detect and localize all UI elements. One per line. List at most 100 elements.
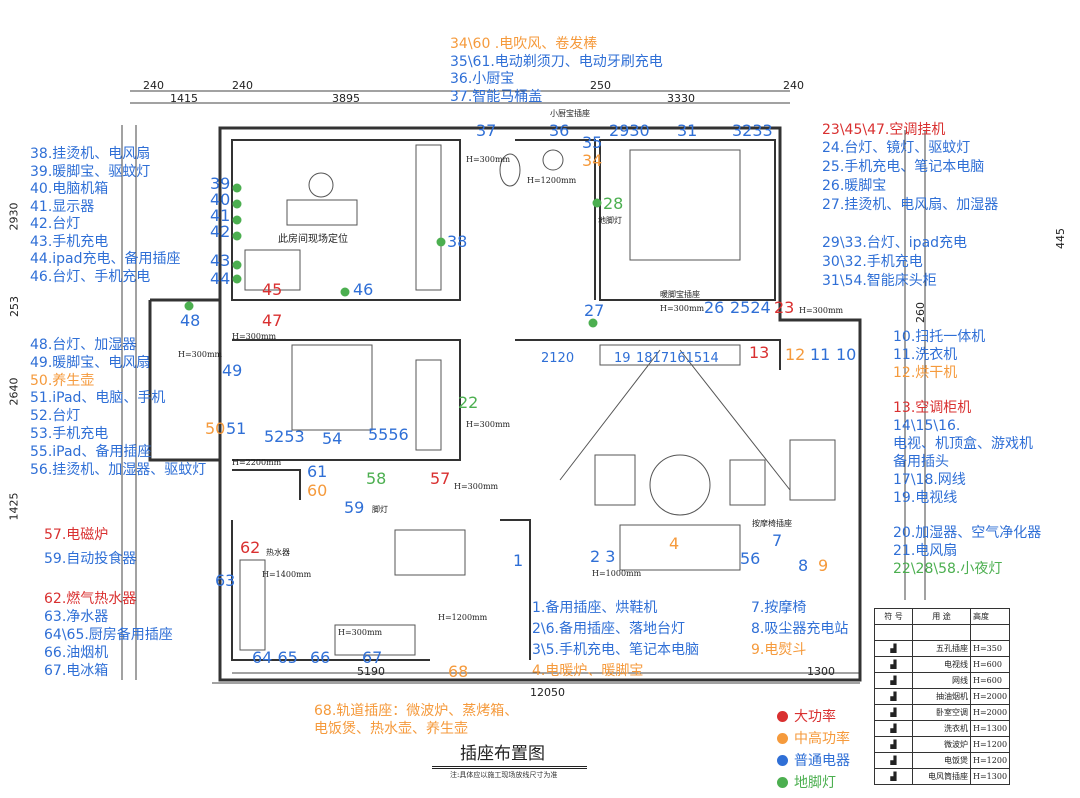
note: 17\18.网线 [893, 472, 966, 488]
note: 41.显示器 [30, 198, 95, 215]
note: 4.电暖炉、暖脚宝 [532, 663, 644, 679]
marker: 43 [210, 251, 231, 270]
marker: 19 [614, 351, 631, 366]
legend-item: 地脚灯 [777, 772, 850, 794]
note: 38.挂烫机、电风扇 [30, 146, 151, 162]
note: 13.空调柜机 [893, 400, 972, 416]
marker: 67 [362, 648, 383, 667]
marker: 62 [240, 538, 261, 557]
note: 67.电冰箱 [44, 663, 109, 679]
note: 42.台灯 [30, 216, 81, 232]
marker: 1 [513, 551, 524, 570]
marker: 22 [458, 393, 479, 412]
green-dot-icon [777, 777, 788, 788]
marker: 57 [430, 469, 451, 488]
dim-right-0: 445 [1054, 228, 1067, 249]
marker: 39 [210, 174, 231, 193]
note: 26.暖脚宝 [822, 178, 887, 194]
microwave-socket-icon: ▟ [874, 736, 913, 753]
ac-socket-icon: ▟ [874, 704, 913, 721]
note: 46.台灯、手机充电 [30, 268, 151, 285]
note: 31\54.智能床头柜 [822, 273, 937, 289]
socket-icon: ▟ [874, 640, 913, 657]
marker: 5556 [368, 425, 409, 444]
dim-top-0: 240 [143, 79, 164, 92]
plan-label: H=1400mm [262, 570, 312, 579]
marker: 27 [584, 301, 605, 320]
plan-label: 热水器 [266, 548, 290, 557]
note: 43.手机充电 [30, 233, 109, 250]
plan-label: H=300mm [454, 482, 499, 491]
hairdryer-socket-icon: ▟ [874, 768, 913, 785]
marker: 38 [447, 232, 468, 251]
note: 8.吸尘器充电站 [751, 621, 849, 637]
marker: 61 [307, 462, 328, 481]
marker: 45 [262, 280, 283, 299]
plan-label: 地脚灯 [598, 216, 622, 225]
note: 7.按摩椅 [751, 600, 807, 616]
marker: 5253 [264, 427, 305, 446]
note: 37.智能马桶盖 [450, 88, 543, 105]
legend: 大功率 中高功率 普通电器 地脚灯 [777, 706, 850, 794]
dim-bottom-1: 1300 [807, 665, 835, 678]
note: 电视、机顶盒、游戏机 [893, 436, 1033, 452]
plan-label: H=300mm [799, 306, 844, 315]
plan-label: H=1200mm [438, 613, 488, 622]
marker: 35 [582, 133, 603, 152]
note: 39.暖脚宝、驱蚊灯 [30, 163, 151, 180]
marker: 46 [353, 280, 374, 299]
marker: 59 [344, 498, 365, 517]
note: 62.燃气热水器 [44, 591, 137, 607]
note: 3\5.手机充电、笔记本电脑 [532, 642, 699, 658]
note: 48.台灯、加湿器 [30, 337, 137, 353]
legend-label: 普通电器 [794, 753, 850, 769]
plan-label: 脚灯 [372, 505, 388, 514]
marker: 2 3 [590, 547, 616, 566]
note: 56.挂烫机、加湿器、驱蚊灯 [30, 461, 207, 478]
marker: 37 [476, 121, 497, 140]
note: 68.轨道插座：微波炉、蒸烤箱、 [314, 703, 519, 719]
note: 21.电风扇 [893, 543, 958, 559]
marker: 41 [210, 206, 231, 225]
plan-label: H=1200mm [527, 176, 577, 185]
marker: 49 [222, 361, 243, 380]
note: 53.手机充电 [30, 425, 109, 442]
table-header: 符 号 [874, 608, 913, 625]
plan-label: 按摩椅插座 [752, 519, 792, 528]
note: 24.台灯、镜灯、驱蚊灯 [822, 140, 971, 156]
marker: 2930 [609, 121, 650, 140]
plan-label: H=300mm [660, 304, 705, 313]
dim-bottom-0: 5190 [357, 665, 385, 678]
note: 10.扫托一体机 [893, 329, 986, 345]
marker: 66 [310, 648, 331, 667]
note: 11.洗衣机 [893, 347, 958, 363]
marker: 60 [307, 481, 328, 500]
plan-label: H=300mm [232, 332, 277, 341]
note: 55.iPad、备用插座 [30, 443, 152, 460]
note: 34\60 .电吹风、卷发棒 [450, 36, 598, 52]
marker: 56 [740, 549, 761, 568]
rail-note: 68.轨道插座：微波炉、蒸烤箱、电饭煲、热水壶、养生壶 [314, 703, 518, 738]
note: 27.挂烫机、电风扇、加湿器 [822, 197, 999, 213]
note: 57.电磁炉 [44, 527, 109, 543]
plan-label: H=300mm [178, 350, 223, 359]
marker: 42 [210, 222, 231, 241]
legend-label: 地脚灯 [794, 775, 836, 791]
dim-top-6: 240 [783, 79, 804, 92]
plan-label: H=300mm [338, 628, 383, 637]
note: 20.加湿器、空气净化器 [893, 525, 1042, 541]
red-dot-icon [777, 711, 788, 722]
marker: 2120 [541, 351, 575, 366]
marker: 28 [603, 194, 624, 213]
note: 59.自动投食器 [44, 551, 137, 567]
marker: 31 [677, 121, 698, 140]
page-title: 插座布置图 [460, 744, 545, 764]
